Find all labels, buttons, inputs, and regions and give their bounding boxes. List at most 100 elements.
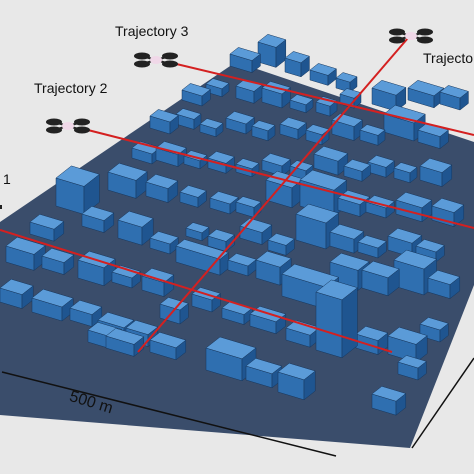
building-roof [257, 34, 287, 48]
building-roof [255, 250, 292, 268]
building-roof [205, 336, 257, 360]
building-roof [205, 78, 230, 90]
building-roof [439, 85, 469, 99]
building [199, 118, 224, 138]
building-roof [313, 146, 349, 162]
building [81, 206, 115, 234]
building [31, 288, 74, 322]
building-roof [185, 222, 210, 234]
building [29, 214, 65, 242]
building [417, 123, 449, 150]
building [235, 196, 262, 218]
building [284, 51, 310, 78]
building-roof [141, 268, 175, 283]
building [371, 386, 407, 416]
trajectory-2-line [79, 127, 474, 229]
building-roof [397, 355, 427, 369]
building-roof [29, 214, 65, 230]
building [179, 185, 207, 208]
building-roof [279, 117, 307, 130]
building-roof [155, 141, 187, 155]
building-roof [335, 72, 358, 83]
building [5, 236, 46, 271]
building-roof [431, 198, 465, 213]
building [365, 195, 395, 219]
building [175, 108, 202, 130]
building [393, 162, 418, 184]
building-roof [229, 47, 261, 61]
scale-line-bottom [1, 371, 337, 457]
trajectory-1-label: 1 [3, 171, 11, 187]
buildings [0, 34, 469, 416]
trajectory-partial-label: Trajecto [423, 50, 474, 66]
drone-icon-partial [0, 205, 2, 209]
building-roof [97, 312, 135, 329]
building-roof [329, 224, 365, 240]
building [285, 320, 321, 348]
drone-icon [46, 118, 90, 134]
building-roof [179, 185, 207, 198]
building [205, 78, 230, 98]
building [295, 203, 340, 250]
building-roof [69, 300, 103, 315]
building-roof [393, 162, 418, 174]
trajectory-lines [0, 37, 474, 353]
building [145, 174, 179, 204]
building-roof [225, 111, 255, 125]
building-roof [55, 165, 100, 187]
building-roof [295, 203, 340, 224]
building-roof [329, 252, 370, 271]
building-roof [309, 63, 337, 76]
building-roof [284, 51, 310, 64]
trajectory-partial-line [137, 37, 409, 353]
building-roof [289, 94, 314, 106]
trajectory-3-label: Trajectory 3 [115, 23, 189, 39]
building-roof [41, 248, 75, 263]
building-roof [235, 196, 262, 208]
building-roof [251, 120, 276, 132]
building [357, 235, 387, 259]
building-roof [299, 169, 348, 191]
building-roof [175, 239, 229, 260]
building [439, 85, 469, 111]
building [235, 79, 263, 104]
building [141, 268, 175, 298]
building [55, 165, 100, 215]
building-roof [281, 263, 340, 288]
building-roof [361, 260, 400, 279]
building [407, 80, 445, 109]
building [229, 47, 261, 74]
drone-icon [134, 52, 178, 68]
building-roof [407, 80, 445, 97]
building-roof [105, 328, 145, 345]
building [343, 159, 371, 182]
building [149, 109, 179, 135]
building-roof [245, 358, 283, 375]
building [359, 124, 386, 146]
building-roof [371, 386, 407, 402]
building [397, 355, 427, 381]
building-roof [371, 80, 407, 96]
building-roof [387, 326, 428, 345]
building-roof [415, 239, 445, 253]
building-roof [209, 191, 239, 205]
building-roof [159, 297, 189, 311]
building [315, 279, 358, 359]
building [371, 80, 407, 112]
building-roof [149, 109, 179, 123]
building [387, 326, 428, 363]
trajectory-2-label: Trajectory 2 [34, 80, 108, 96]
building [149, 231, 179, 255]
building [155, 141, 187, 168]
building-roof [355, 326, 389, 341]
building-roof [207, 229, 235, 242]
building-roof [267, 233, 295, 246]
building [289, 94, 314, 114]
building [41, 248, 75, 276]
building-roof [117, 210, 154, 228]
building [181, 83, 211, 107]
building-roof [149, 231, 179, 245]
building-roof [277, 362, 316, 381]
building-roof [357, 235, 387, 249]
